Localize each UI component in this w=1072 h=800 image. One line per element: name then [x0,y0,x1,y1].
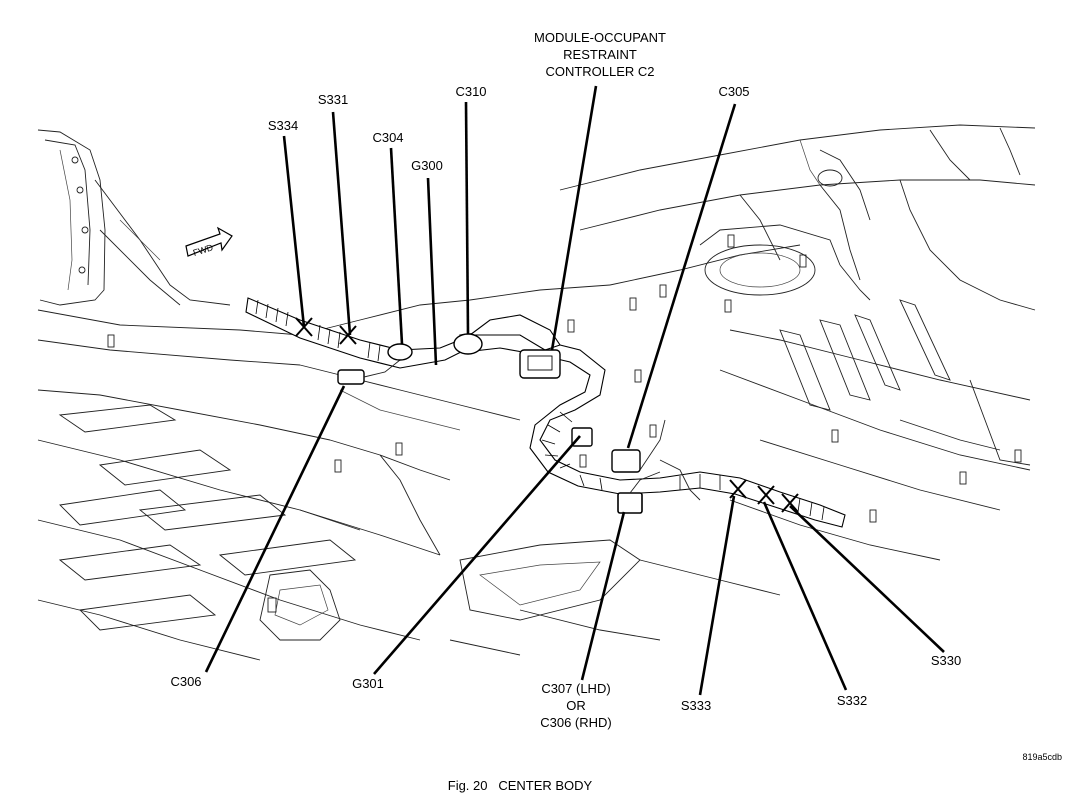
floor-pan-drawing [37,124,1036,661]
leader-lines [204,85,945,696]
wire-harness [245,297,846,528]
label-c307-line2: OR [566,698,586,713]
label-module-occupant-line3: CONTROLLER C2 [545,64,654,79]
label-c307-line3: C306 (RHD) [540,715,612,730]
label-c305: C305 [718,84,749,99]
fwd-arrow: FWD [185,226,233,258]
splice-marks [295,317,799,513]
figure-code: 819a5cdb [1022,752,1062,762]
label-c307-line1: C307 (LHD) [541,681,610,696]
label-module-occupant-line2: RESTRAINT [563,47,637,62]
label-s333: S333 [681,698,711,713]
figure-caption: Fig. 20 CENTER BODY [448,778,593,793]
label-c310: C310 [455,84,486,99]
label-c304: C304 [372,130,403,145]
label-module-occupant-line1: MODULE-OCCUPANT [534,30,666,45]
harness-wrap [255,299,825,521]
label-s331: S331 [318,92,348,107]
label-g300: G300 [411,158,443,173]
connectors [337,333,701,514]
label-g301: G301 [352,676,384,691]
callout-labels: MODULE-OCCUPANT RESTRAINT CONTROLLER C2 … [170,30,961,730]
label-s332: S332 [837,693,867,708]
label-s330: S330 [931,653,961,668]
label-s334: S334 [268,118,298,133]
stud-bolts [107,234,1022,523]
label-c306: C306 [170,674,201,689]
